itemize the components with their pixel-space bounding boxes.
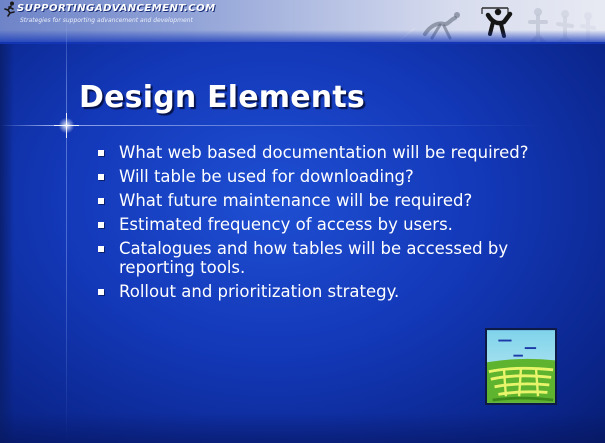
sparkle-icon	[54, 113, 79, 138]
square-bullet-icon	[98, 174, 104, 180]
bullet-list: What web based documentation will be req…	[94, 143, 564, 306]
site-name: SUPPORTINGADVANCEMENT.COM	[17, 3, 216, 14]
bullet-text: Will table be used for downloading?	[119, 167, 414, 186]
bullet-text: Catalogues and how tables will be access…	[119, 239, 509, 277]
bullet-text: Estimated frequency of access by users.	[119, 215, 453, 234]
bullet-item: What future maintenance will be required…	[94, 191, 564, 210]
bullet-text: What web based documentation will be req…	[119, 143, 529, 162]
square-bullet-icon	[98, 198, 104, 204]
site-tagline: Strategies for supporting advancement an…	[20, 17, 193, 24]
vertical-accent-line	[66, 0, 67, 443]
horizontal-accent-line	[0, 125, 605, 126]
bullet-item: Catalogues and how tables will be access…	[94, 239, 564, 277]
square-bullet-icon	[98, 289, 104, 295]
bullet-item: Rollout and prioritization strategy.	[94, 282, 564, 301]
bullet-item: Will table be used for downloading?	[94, 167, 564, 186]
square-bullet-icon	[98, 222, 104, 228]
bullet-text: Rollout and prioritization strategy.	[119, 282, 400, 301]
banner-fade	[0, 30, 605, 44]
square-bullet-icon	[98, 150, 104, 156]
bullet-item: Estimated frequency of access by users.	[94, 215, 564, 234]
runner-logo-icon	[4, 1, 15, 17]
left-edge-shade	[0, 42, 14, 443]
bullet-text: What future maintenance will be required…	[119, 191, 473, 210]
square-bullet-icon	[98, 246, 104, 252]
bottom-fade	[0, 413, 605, 443]
bullet-item: What web based documentation will be req…	[94, 143, 564, 162]
maze-landscape-icon	[485, 328, 557, 405]
slide-title: Design Elements	[79, 80, 365, 115]
